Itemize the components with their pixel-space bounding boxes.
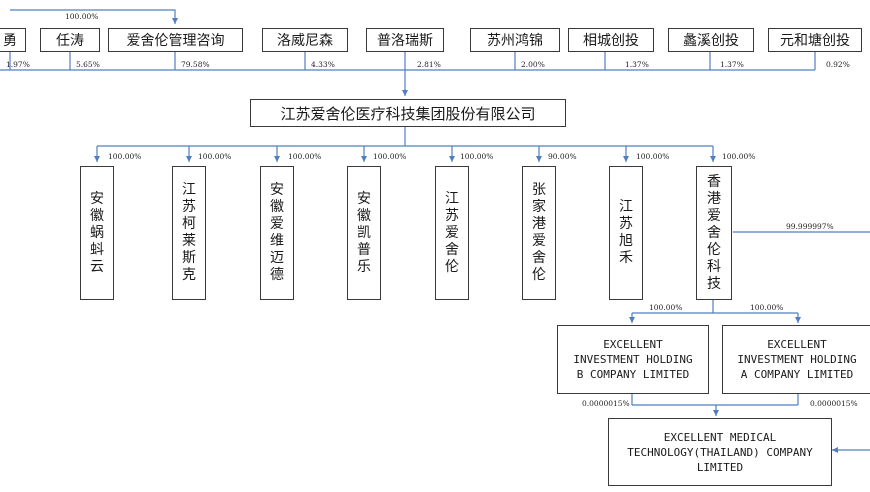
subsidiary-name: 江苏旭禾 bbox=[619, 199, 633, 266]
subsidiary-name: 江苏爱舍伦 bbox=[445, 190, 459, 275]
subsidiary-percentage: 100.00% bbox=[198, 152, 232, 161]
shareholder-name: 勇 bbox=[3, 33, 17, 49]
shareholding-percentage: 1.97% bbox=[6, 60, 30, 69]
parent-company-name: 江苏爱舍伦医疗科技集团股份有限公司 bbox=[280, 104, 536, 123]
shareholding-percentage: 2.00% bbox=[521, 60, 545, 69]
holding-a-down-percentage: 0.0000015% bbox=[810, 399, 858, 408]
thailand-company-box: EXCELLENT MEDICAL TECHNOLOGY(THAILAND) C… bbox=[608, 418, 832, 486]
holding-b-name: EXCELLENT INVESTMENT HOLDING B COMPANY L… bbox=[573, 338, 693, 381]
subsidiary-box: 安徽爱维迈德 bbox=[260, 166, 294, 300]
subsidiary-name: 香港爱舍伦科技 bbox=[707, 173, 721, 292]
shareholder-name: 相城创投 bbox=[583, 33, 639, 49]
shareholding-percentage: 0.92% bbox=[826, 60, 850, 69]
shareholder-name: 元和塘创投 bbox=[780, 33, 850, 49]
shareholder-box: 勇 bbox=[0, 28, 26, 52]
subsidiary-box: 江苏爱舍伦 bbox=[435, 166, 469, 300]
shareholder-name: 苏州鸿锦 bbox=[487, 33, 543, 49]
shareholder-name: 普洛瑞斯 bbox=[377, 33, 433, 49]
thailand-company-name: EXCELLENT MEDICAL TECHNOLOGY(THAILAND) C… bbox=[627, 430, 813, 474]
shareholder-box: 普洛瑞斯 bbox=[366, 28, 444, 52]
subsidiary-box: 江苏旭禾 bbox=[609, 166, 643, 300]
shareholding-percentage: 79.58% bbox=[181, 60, 210, 69]
subsidiary-name: 安徽凯普乐 bbox=[357, 190, 371, 275]
hk-side-percentage: 99.999997% bbox=[786, 222, 834, 231]
shareholder-box: 爱舍伦管理咨询 bbox=[108, 28, 243, 52]
shareholding-percentage: 1.37% bbox=[625, 60, 649, 69]
subsidiary-name: 张家港爱舍伦 bbox=[532, 182, 546, 283]
shareholder-box: 任涛 bbox=[40, 28, 100, 52]
holding-a-name: EXCELLENT INVESTMENT HOLDING A COMPANY L… bbox=[737, 338, 857, 381]
subsidiary-box: 江苏柯莱斯克 bbox=[172, 166, 206, 300]
subsidiary-percentage: 90.00% bbox=[548, 152, 577, 161]
shareholder-box: 蠡溪创投 bbox=[668, 28, 754, 52]
shareholder-name: 爱舍伦管理咨询 bbox=[126, 33, 225, 49]
shareholder-box: 相城创投 bbox=[568, 28, 654, 52]
top-link-percentage: 100.00% bbox=[65, 12, 99, 21]
shareholder-box: 苏州鸿锦 bbox=[470, 28, 560, 52]
shareholding-percentage: 5.65% bbox=[76, 60, 100, 69]
shareholder-box: 元和塘创投 bbox=[768, 28, 862, 52]
subsidiary-percentage: 100.00% bbox=[636, 152, 670, 161]
subsidiary-percentage: 100.00% bbox=[108, 152, 142, 161]
shareholder-name: 洛威尼森 bbox=[277, 33, 333, 49]
subsidiary-percentage: 100.00% bbox=[460, 152, 494, 161]
holding-b-down-percentage: 0.0000015% bbox=[582, 399, 630, 408]
subsidiary-box: 香港爱舍伦科技 bbox=[696, 166, 732, 300]
subsidiary-percentage: 100.00% bbox=[288, 152, 322, 161]
shareholder-name: 蠡溪创投 bbox=[683, 33, 739, 49]
holding-b-percentage: 100.00% bbox=[649, 303, 683, 312]
shareholder-name: 任涛 bbox=[56, 33, 84, 49]
subsidiary-box: 安徽凯普乐 bbox=[347, 166, 381, 300]
holding-b-box: EXCELLENT INVESTMENT HOLDING B COMPANY L… bbox=[557, 325, 709, 394]
shareholding-percentage: 1.37% bbox=[720, 60, 744, 69]
subsidiary-percentage: 100.00% bbox=[722, 152, 756, 161]
shareholder-box: 洛威尼森 bbox=[262, 28, 348, 52]
shareholding-percentage: 2.81% bbox=[417, 60, 441, 69]
holding-a-percentage: 100.00% bbox=[750, 303, 784, 312]
subsidiary-box: 张家港爱舍伦 bbox=[522, 166, 556, 300]
shareholding-percentage: 4.33% bbox=[311, 60, 335, 69]
parent-company-box: 江苏爱舍伦医疗科技集团股份有限公司 bbox=[250, 99, 566, 127]
subsidiary-box: 安徽蜗蚪云 bbox=[80, 166, 114, 300]
subsidiary-name: 江苏柯莱斯克 bbox=[182, 182, 196, 283]
holding-a-box: EXCELLENT INVESTMENT HOLDING A COMPANY L… bbox=[722, 325, 870, 394]
subsidiary-percentage: 100.00% bbox=[373, 152, 407, 161]
subsidiary-name: 安徽爱维迈德 bbox=[270, 182, 284, 283]
subsidiary-name: 安徽蜗蚪云 bbox=[90, 190, 104, 275]
